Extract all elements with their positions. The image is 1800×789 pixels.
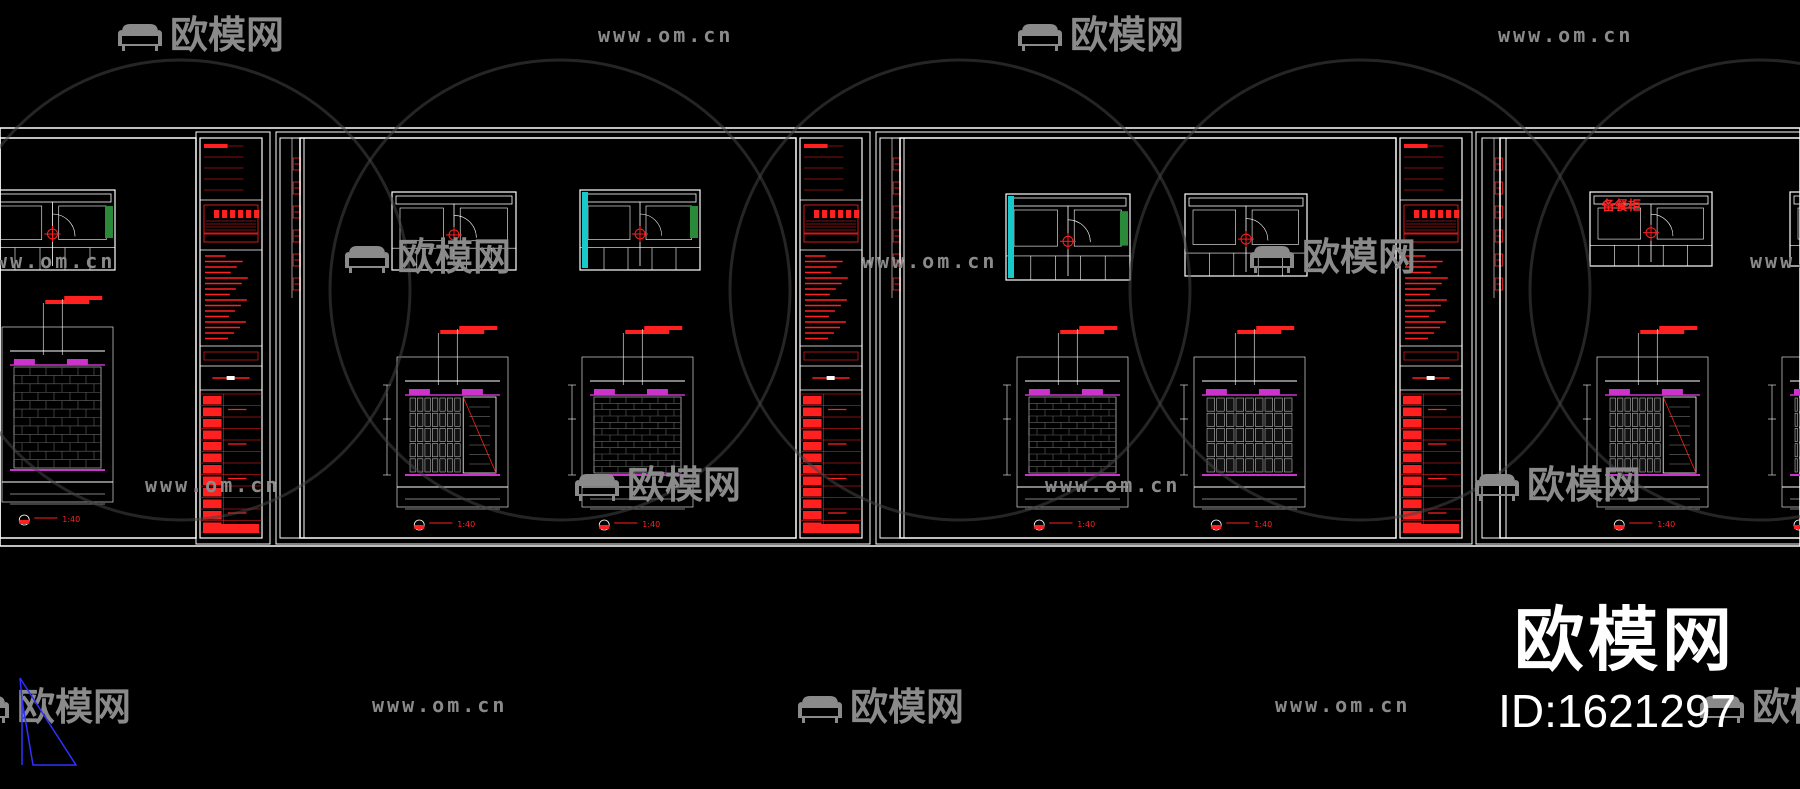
scale-label: 1:40 bbox=[1254, 520, 1272, 529]
watermark-brand-text: 欧模网 bbox=[1070, 13, 1184, 57]
room-label: 备餐柜 bbox=[1601, 198, 1641, 214]
watermark-url: www.om.cn bbox=[1750, 249, 1800, 273]
elevation-caption: 1:40 bbox=[1793, 519, 1800, 531]
elevation-caption: 1:40 bbox=[413, 519, 475, 531]
watermark-url: www.om.cn bbox=[862, 249, 997, 273]
watermark-url: www.om.cn bbox=[0, 249, 115, 273]
watermark-id: ID:1621297 bbox=[1498, 685, 1736, 737]
watermark-brand-text: 欧模网 bbox=[850, 685, 964, 729]
elevation-view: 1:40 bbox=[1768, 356, 1800, 531]
watermark-url: www.om.cn bbox=[1045, 473, 1180, 497]
watermark-brand: 欧模网 bbox=[118, 13, 284, 57]
elevation-caption: 1:40 bbox=[18, 514, 80, 526]
plan-view bbox=[1184, 193, 1308, 277]
watermark-url: www.om.cn bbox=[1275, 693, 1410, 717]
sofa-icon bbox=[1018, 24, 1062, 51]
watermark-brand-large: 欧模网 bbox=[1514, 599, 1736, 681]
watermark-layer: 欧模网欧模网欧模网欧模网欧模网欧模网欧模网欧模网欧模网www.om.cnwww.… bbox=[0, 13, 1800, 729]
watermark-brand-text: 欧模网 bbox=[170, 13, 284, 57]
sofa-icon bbox=[575, 474, 619, 501]
watermark-brand-text: 欧模网 bbox=[627, 463, 741, 507]
scale-label: 1:40 bbox=[642, 520, 660, 529]
drawing-sheets: 1:40 1:40 1:40 1:40 1:40 备餐柜 1:40 1:40 bbox=[0, 127, 1800, 547]
sofa-icon bbox=[345, 246, 389, 273]
sofa-icon bbox=[118, 24, 162, 51]
watermark-brand-text: 欧模网 bbox=[17, 685, 131, 729]
plan-view bbox=[579, 189, 701, 271]
watermark-url: www.om.cn bbox=[145, 473, 280, 497]
watermark-brand: 欧模网 bbox=[1250, 235, 1416, 279]
elevation-caption: 1:40 bbox=[1033, 519, 1095, 531]
ucs-triangle-icon bbox=[19, 677, 78, 766]
scale-label: 1:40 bbox=[457, 520, 475, 529]
watermark-brand: 欧模网 bbox=[1700, 685, 1800, 729]
plan-view bbox=[391, 191, 517, 271]
elevation-caption: 1:40 bbox=[598, 519, 660, 531]
elevation-caption: 1:40 bbox=[1210, 519, 1272, 531]
elevation-caption: 1:40 bbox=[1613, 519, 1675, 531]
watermark-brand-text: 欧模网 bbox=[397, 235, 511, 279]
plan-view bbox=[1789, 191, 1800, 267]
watermark-brand: 欧模网 bbox=[575, 463, 741, 507]
sofa-icon bbox=[798, 696, 842, 723]
title-block bbox=[199, 137, 263, 539]
sheet-frame bbox=[1499, 137, 1800, 539]
watermark-brand: 欧模网 bbox=[1018, 13, 1184, 57]
elevation-view: 1:40 bbox=[1003, 326, 1129, 531]
sheet-frame bbox=[899, 137, 1397, 539]
elevation-view: 1:40 bbox=[1583, 326, 1709, 531]
title-block bbox=[799, 137, 863, 539]
sofa-icon bbox=[0, 696, 9, 723]
plan-view bbox=[0, 189, 116, 271]
elevation-view: 1:40 bbox=[1, 296, 114, 526]
sofa-icon bbox=[1250, 246, 1294, 273]
watermark-url: www.om.cn bbox=[598, 23, 733, 47]
sheet-index-strip bbox=[1481, 137, 1507, 539]
watermark-brand: 欧模网 bbox=[0, 685, 131, 729]
watermark-brand: 欧模网 bbox=[798, 685, 964, 729]
watermark-brand-text: 欧模网 bbox=[1527, 463, 1641, 507]
elevation-view: 1:40 bbox=[383, 326, 509, 531]
watermark-url: www.om.cn bbox=[372, 693, 507, 717]
plan-view bbox=[1005, 193, 1131, 281]
plan-view: 备餐柜 bbox=[1589, 191, 1713, 267]
sheet-frame bbox=[299, 137, 797, 539]
title-block bbox=[1399, 137, 1463, 539]
watermark-brand: 欧模网 bbox=[1475, 463, 1641, 507]
watermark-url: www.om.cn bbox=[1498, 23, 1633, 47]
scale-label: 1:40 bbox=[1077, 520, 1095, 529]
scale-label: 1:40 bbox=[62, 515, 80, 524]
sofa-icon bbox=[1700, 696, 1744, 723]
watermark-brand-text: 欧模网 bbox=[1302, 235, 1416, 279]
watermark-brand-text: 欧模网 bbox=[1752, 685, 1800, 729]
scale-label: 1:40 bbox=[1657, 520, 1675, 529]
watermark-brand: 欧模网 bbox=[345, 235, 511, 279]
elevation-view: 1:40 bbox=[1180, 326, 1306, 531]
layout-strip bbox=[0, 127, 1800, 547]
sofa-icon bbox=[1475, 474, 1519, 501]
sheet-index-strip bbox=[279, 137, 305, 539]
